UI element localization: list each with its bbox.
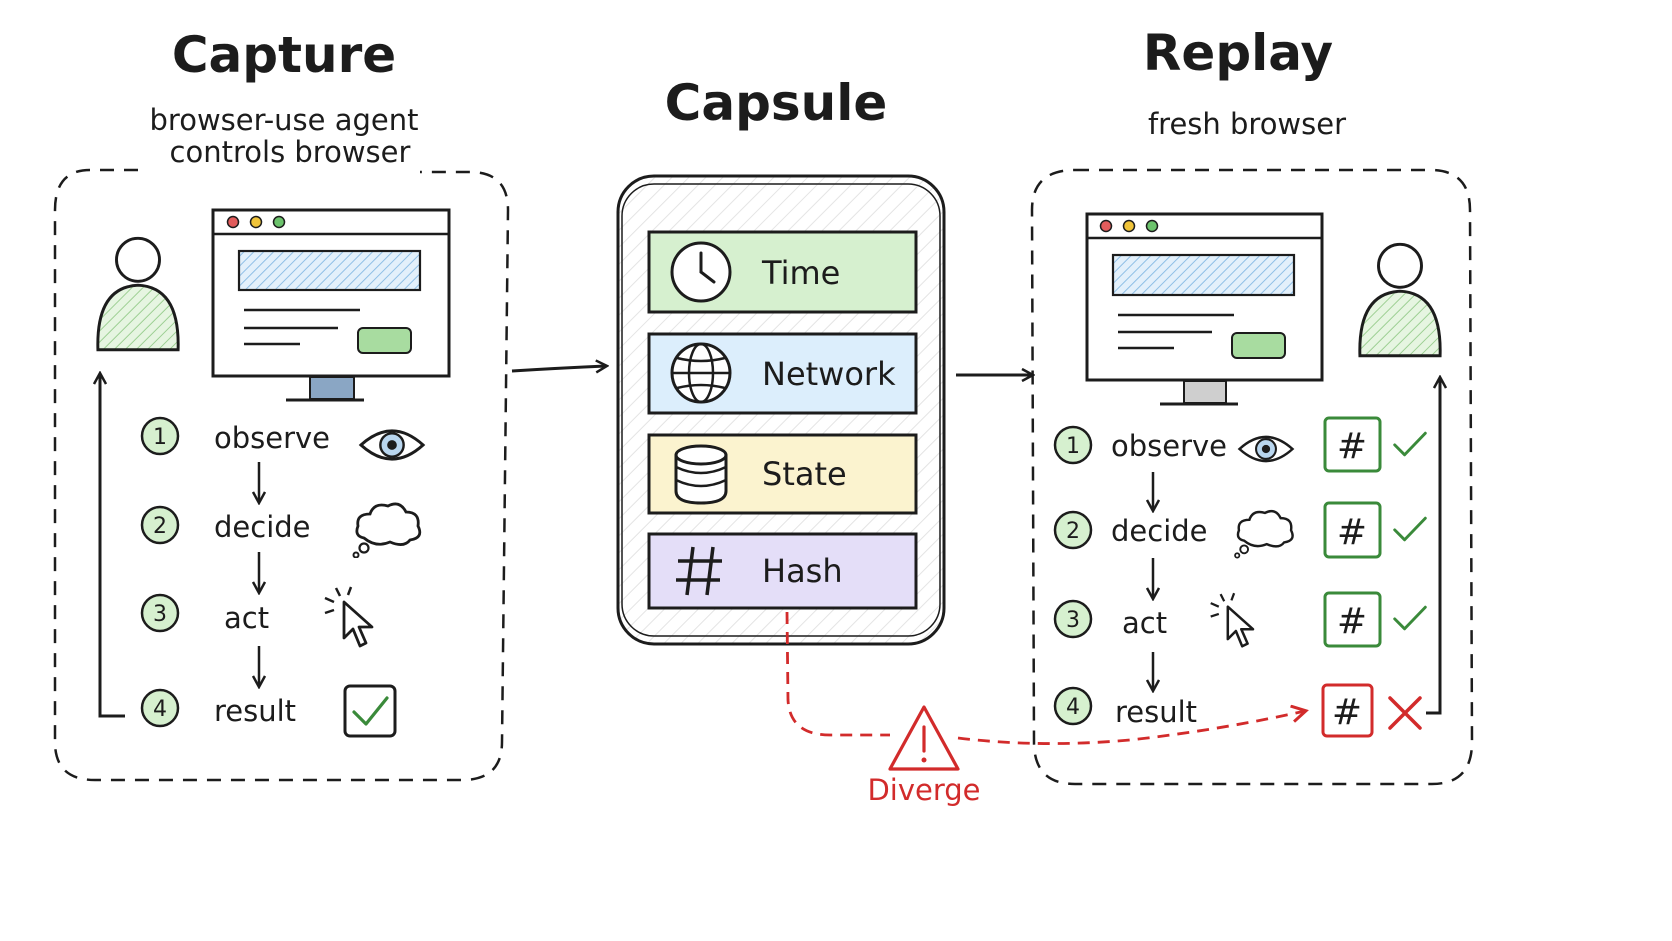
- replay-person-icon: [1358, 242, 1442, 358]
- step-label: act: [1122, 606, 1167, 640]
- diverge-label: Diverge: [867, 773, 980, 807]
- capture-loop-arrow: [100, 374, 125, 718]
- thought-cloud-icon: [1233, 509, 1294, 559]
- globe-icon: [670, 342, 732, 404]
- capsule-item-label: Network: [762, 355, 896, 393]
- database-icon: [674, 444, 728, 505]
- replay-step-2: 2 decide #: [1053, 501, 1427, 559]
- hash-mismatch-symbol: #: [1332, 692, 1362, 733]
- capture-subtitle-line2: controls browser: [170, 135, 411, 169]
- hash-match-symbol: #: [1337, 601, 1367, 642]
- capture-step-4: 4 result: [140, 684, 397, 738]
- capture-subtitle-line1: browser-use agent: [150, 103, 419, 137]
- replay-title: Replay: [1143, 24, 1333, 82]
- step-label: decide: [214, 510, 311, 544]
- replay-dashed-frame: [1030, 168, 1474, 786]
- capsule-item-network: Network: [647, 332, 918, 415]
- replay-step-1: 1 observe #: [1053, 416, 1427, 473]
- capsule-item-state: State: [647, 433, 918, 515]
- step-number: 1: [153, 425, 167, 450]
- capture-step-1: 1 observe: [140, 416, 425, 461]
- window-minimize-dot-icon: [1122, 219, 1136, 233]
- hash-match-box: [1323, 501, 1382, 559]
- step-number: 3: [1066, 608, 1080, 633]
- thought-cloud-icon: [352, 502, 422, 558]
- capsule-item-time: Time: [647, 230, 918, 314]
- clock-icon: [670, 241, 732, 303]
- checkbox-icon: [343, 684, 397, 738]
- diverge-annotation: Diverge: [785, 611, 1305, 807]
- eye-icon: [359, 429, 425, 461]
- check-icon: [1393, 516, 1427, 542]
- step-label: observe: [1111, 429, 1227, 463]
- hash-match-symbol: #: [1337, 512, 1367, 553]
- hash-match-symbol: #: [1337, 426, 1367, 467]
- cursor-click-icon: [1209, 592, 1255, 648]
- replay-loop-arrow: [1426, 378, 1440, 715]
- step-label: act: [224, 601, 269, 635]
- warning-icon: [888, 705, 960, 771]
- replay-subtitle: fresh browser: [1148, 107, 1346, 141]
- replay-section: Replay fresh browser 1 observe #: [1030, 24, 1474, 786]
- capture-step-3: 3 act: [140, 586, 374, 648]
- eye-icon: [1238, 435, 1294, 463]
- capsule-item-label: Hash: [762, 552, 843, 590]
- step-number: 4: [1066, 695, 1080, 720]
- step-number: 1: [1066, 434, 1080, 459]
- capsule-item-label: State: [762, 455, 847, 493]
- cross-icon: [1388, 696, 1422, 730]
- step-label: decide: [1111, 514, 1208, 548]
- hash-icon: [676, 546, 722, 596]
- step-number: 2: [1066, 519, 1080, 544]
- hash-match-box: [1323, 591, 1382, 648]
- hash-mismatch-box: [1321, 683, 1374, 738]
- step-number: 2: [153, 514, 167, 539]
- diverge-dashed-arrow: [785, 611, 1305, 745]
- window-close-dot-icon: [1099, 219, 1113, 233]
- window-maximize-dot-icon: [1145, 219, 1159, 233]
- capture-step-2: 2 decide: [140, 502, 422, 558]
- capsule-item-label: Time: [761, 254, 840, 292]
- cursor-click-icon: [323, 586, 374, 648]
- replay-step-3: 3 act #: [1053, 591, 1427, 648]
- step-label: result: [214, 694, 296, 728]
- capsule-item-hash: Hash: [647, 532, 918, 610]
- capsule-section: Capsule Time Network: [616, 74, 946, 646]
- step-label: observe: [214, 421, 330, 455]
- capture-title: Capture: [172, 26, 396, 84]
- step-number: 4: [153, 697, 167, 722]
- check-icon: [1393, 431, 1427, 457]
- window-close-dot-icon: [226, 215, 240, 229]
- agent-person-icon: [96, 236, 180, 352]
- step-label: result: [1115, 695, 1197, 729]
- check-icon: [1393, 605, 1427, 631]
- replay-step-4: 4 result #: [1053, 683, 1422, 738]
- window-minimize-dot-icon: [249, 215, 263, 229]
- hash-match-box: [1323, 416, 1382, 473]
- capture-section: Capture browser-use agent controls brows…: [53, 26, 510, 782]
- capture-browser-window: [211, 208, 451, 402]
- window-maximize-dot-icon: [272, 215, 286, 229]
- capture-dashed-frame: [53, 168, 510, 782]
- capsule-title: Capsule: [665, 74, 888, 132]
- step-number: 3: [153, 602, 167, 627]
- replay-browser-window: [1085, 212, 1324, 406]
- capture-to-capsule-arrow: [511, 366, 606, 371]
